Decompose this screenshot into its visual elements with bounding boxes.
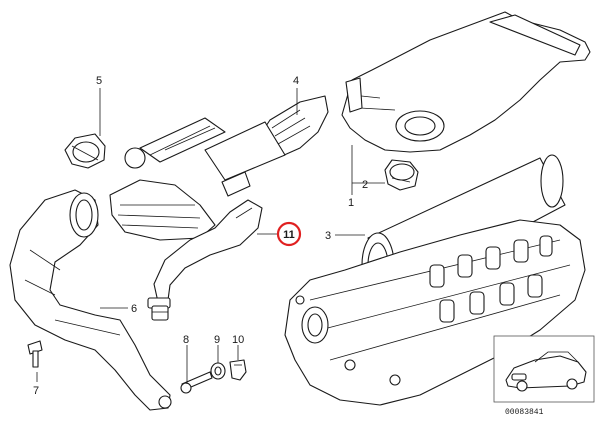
callout-9: 9 xyxy=(214,334,220,346)
leader-lines xyxy=(36,88,385,384)
callout-10: 10 xyxy=(232,334,244,346)
callout-7: 7 xyxy=(33,385,39,397)
cylinder-head-cover xyxy=(284,219,586,406)
highlight-ring xyxy=(276,221,302,247)
seal-ring xyxy=(384,159,419,191)
callout-11: 11 xyxy=(283,229,295,241)
breather-hose xyxy=(147,199,263,321)
intake-hose xyxy=(109,95,329,241)
callout-2: 2 xyxy=(362,179,368,191)
callout-8: 8 xyxy=(183,334,189,346)
callout-5: 5 xyxy=(96,75,102,87)
hose-coupling xyxy=(64,133,106,169)
air-duct xyxy=(9,189,172,411)
callout-1: 1 xyxy=(348,197,354,209)
engine-cover xyxy=(341,11,591,153)
callout-6: 6 xyxy=(131,303,137,315)
bolt-7 xyxy=(27,340,43,368)
clip-10 xyxy=(229,359,247,381)
callout-3: 3 xyxy=(325,230,331,242)
callout-4: 4 xyxy=(293,75,299,87)
screw-8 xyxy=(180,371,213,394)
reference-number: 00083841 xyxy=(505,408,544,417)
vehicle-inset xyxy=(493,335,595,403)
washer-9 xyxy=(210,362,226,380)
callout-labels: 5 4 1 2 3 6 7 8 9 10 11 xyxy=(33,75,368,397)
